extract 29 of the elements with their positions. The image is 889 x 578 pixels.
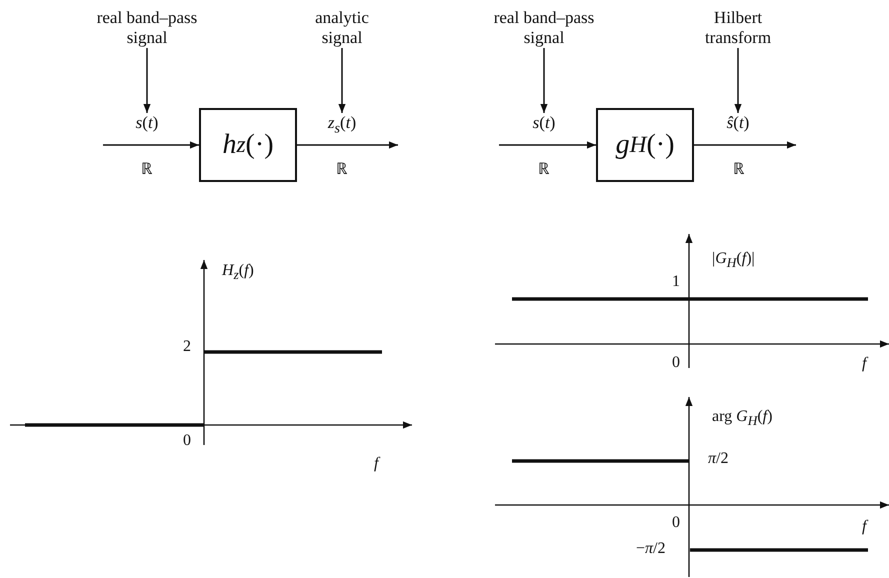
arrow — [143, 48, 151, 113]
tick-label: 0 — [672, 354, 680, 372]
signal-label: analytic signal — [302, 8, 382, 48]
tick-label: 0 — [672, 514, 680, 532]
axis-label: f — [862, 518, 866, 536]
arrow — [694, 141, 796, 149]
axis-label: f — [374, 455, 378, 473]
tick-label: 2 — [183, 338, 191, 356]
tick-label: 0 — [183, 432, 191, 450]
arrow — [734, 48, 742, 113]
arrow — [297, 141, 398, 149]
tick-label: 1 — [672, 273, 680, 291]
signal-label: z$_{s}$(t) — [312, 113, 372, 138]
arrow — [540, 48, 548, 113]
tick-label: π/2 — [708, 450, 728, 468]
axis-label: H$_{z}$(f) — [222, 262, 254, 284]
arrow — [103, 141, 199, 149]
signal-label: s(t) — [122, 113, 172, 133]
tick-label: −π/2 — [636, 540, 666, 558]
axis-label: arg G$_{H}$(f) — [712, 408, 772, 430]
arrow — [338, 48, 346, 113]
signal-label: Hilbert transform — [698, 8, 778, 48]
signal-label: ŝ(t) — [708, 113, 768, 133]
axis-label: |G$_{H}$(f)| — [712, 250, 755, 272]
axis-label: f — [862, 355, 866, 373]
signal-label: s(t) — [519, 113, 569, 133]
signal-label: real band–pass signal — [484, 8, 604, 48]
signal-label: real band–pass signal — [87, 8, 207, 48]
arrow — [499, 141, 596, 149]
